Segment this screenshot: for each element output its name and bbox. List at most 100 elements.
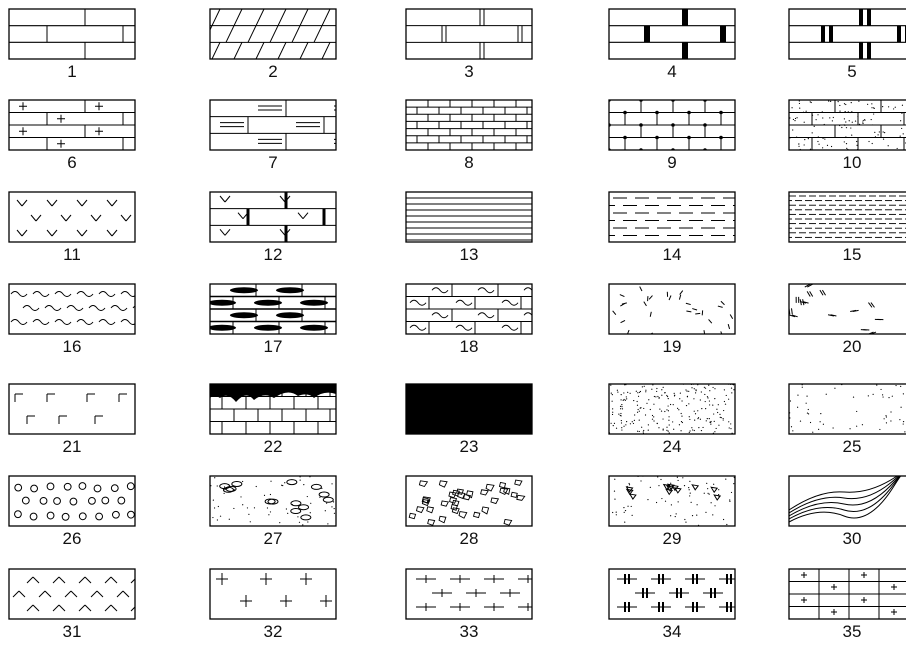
pattern-brick-with-crosses-swatch — [7, 98, 137, 152]
pattern-v-marks-swatch — [7, 190, 137, 244]
pattern-24: 24 — [607, 382, 737, 454]
pattern-horizontal-lines-swatch — [404, 190, 534, 244]
pattern-number: 13 — [404, 246, 534, 264]
pattern-triangles-and-dots-swatch — [607, 474, 737, 528]
pattern-number: 18 — [404, 338, 534, 356]
pattern-brick-with-ellipses-swatch — [208, 282, 338, 336]
pattern-chevrons-swatch — [7, 567, 137, 621]
pattern-11: 11 — [7, 190, 137, 262]
pattern-34: 34 — [607, 567, 737, 639]
pattern-number: 33 — [404, 623, 534, 641]
pattern-2: 2 — [208, 7, 338, 79]
pattern-15: 15 — [787, 190, 906, 262]
pattern-number: 10 — [787, 154, 906, 172]
pattern-number: 9 — [607, 154, 737, 172]
pattern-number: 17 — [208, 338, 338, 356]
pattern-number: 1 — [7, 63, 137, 81]
pattern-20: 20 — [787, 282, 906, 354]
pattern-number: 15 — [787, 246, 906, 264]
pattern-30: 30 — [787, 474, 906, 546]
pattern-brick-with-tildes-swatch — [404, 282, 534, 336]
pattern-number: 22 — [208, 438, 338, 456]
pattern-circles-swatch — [7, 474, 137, 528]
pattern-random-strokes-swatch — [607, 282, 737, 336]
pattern-wavy-contours-swatch — [787, 474, 906, 528]
pattern-dense-dashed-lines-swatch — [787, 190, 906, 244]
pattern-corner-marks-swatch — [7, 382, 137, 436]
pattern-brick-with-black-cap-swatch — [208, 382, 338, 436]
pattern-number: 2 — [208, 63, 338, 81]
pattern-26: 26 — [7, 474, 137, 546]
pattern-brick-double-thick-joint-swatch — [787, 7, 906, 61]
pattern-brick-double-joint-swatch — [404, 7, 534, 61]
pattern-number: 12 — [208, 246, 338, 264]
pattern-number: 7 — [208, 154, 338, 172]
pattern-bold-cross-dashes-swatch — [607, 567, 737, 621]
pattern-number: 31 — [7, 623, 137, 641]
pattern-grid-with-crosses-swatch — [787, 567, 906, 621]
pattern-4: 4 — [607, 7, 737, 79]
pattern-6: 6 — [7, 98, 137, 170]
pattern-7: 7 — [208, 98, 338, 170]
pattern-17: 17 — [208, 282, 338, 354]
pattern-brick-thick-joint-swatch — [607, 7, 737, 61]
pattern-21: 21 — [7, 382, 137, 454]
pattern-18: 18 — [404, 282, 534, 354]
pattern-tilde-marks-swatch — [7, 282, 137, 336]
pattern-28: 28 — [404, 474, 534, 546]
pattern-23: 23 — [404, 382, 534, 454]
pattern-brick-plain-swatch — [7, 7, 137, 61]
pattern-dense-dots-swatch — [607, 382, 737, 436]
pattern-brick-with-dots-swatch — [607, 98, 737, 152]
pattern-19: 19 — [607, 282, 737, 354]
pattern-dashed-lines-swatch — [607, 190, 737, 244]
pattern-plus-signs-swatch — [208, 567, 338, 621]
pattern-31: 31 — [7, 567, 137, 639]
pattern-brick-stippled-swatch — [787, 98, 906, 152]
pattern-number: 28 — [404, 530, 534, 548]
pattern-1: 1 — [7, 7, 137, 79]
pattern-35: 35 — [787, 567, 906, 639]
pattern-16: 16 — [7, 282, 137, 354]
pattern-14: 14 — [607, 190, 737, 262]
pattern-number: 24 — [607, 438, 737, 456]
pattern-number: 4 — [607, 63, 737, 81]
pattern-angular-fragments-swatch — [404, 474, 534, 528]
pattern-9: 9 — [607, 98, 737, 170]
pattern-13: 13 — [404, 190, 534, 262]
pattern-number: 14 — [607, 246, 737, 264]
pattern-number: 32 — [208, 623, 338, 641]
pattern-number: 11 — [7, 246, 137, 264]
pattern-27: 27 — [208, 474, 338, 546]
pattern-3: 3 — [404, 7, 534, 79]
pattern-33: 33 — [404, 567, 534, 639]
pattern-number: 3 — [404, 63, 534, 81]
pattern-number: 5 — [787, 63, 906, 81]
pattern-number: 34 — [607, 623, 737, 641]
pattern-number: 25 — [787, 438, 906, 456]
pattern-number: 6 — [7, 154, 137, 172]
pattern-32: 32 — [208, 567, 338, 639]
pattern-small-brick-swatch — [404, 98, 534, 152]
pattern-8: 8 — [404, 98, 534, 170]
pattern-22: 22 — [208, 382, 338, 454]
pattern-number: 8 — [404, 154, 534, 172]
pattern-number: 20 — [787, 338, 906, 356]
pattern-double-strokes-swatch — [787, 282, 906, 336]
pattern-25: 25 — [787, 382, 906, 454]
pattern-cross-dashes-swatch — [404, 567, 534, 621]
pattern-brick-with-dashes-swatch — [208, 98, 338, 152]
pattern-10: 10 — [787, 98, 906, 170]
pattern-number: 29 — [607, 530, 737, 548]
pattern-number: 30 — [787, 530, 906, 548]
pattern-diagonal-brick-swatch — [208, 7, 338, 61]
pattern-number: 27 — [208, 530, 338, 548]
pattern-ovals-and-dots-swatch — [208, 474, 338, 528]
pattern-12: 12 — [208, 190, 338, 262]
pattern-5: 5 — [787, 7, 906, 79]
pattern-brick-with-v-marks-swatch — [208, 190, 338, 244]
pattern-sparse-dots-swatch — [787, 382, 906, 436]
pattern-number: 23 — [404, 438, 534, 456]
pattern-number: 21 — [7, 438, 137, 456]
